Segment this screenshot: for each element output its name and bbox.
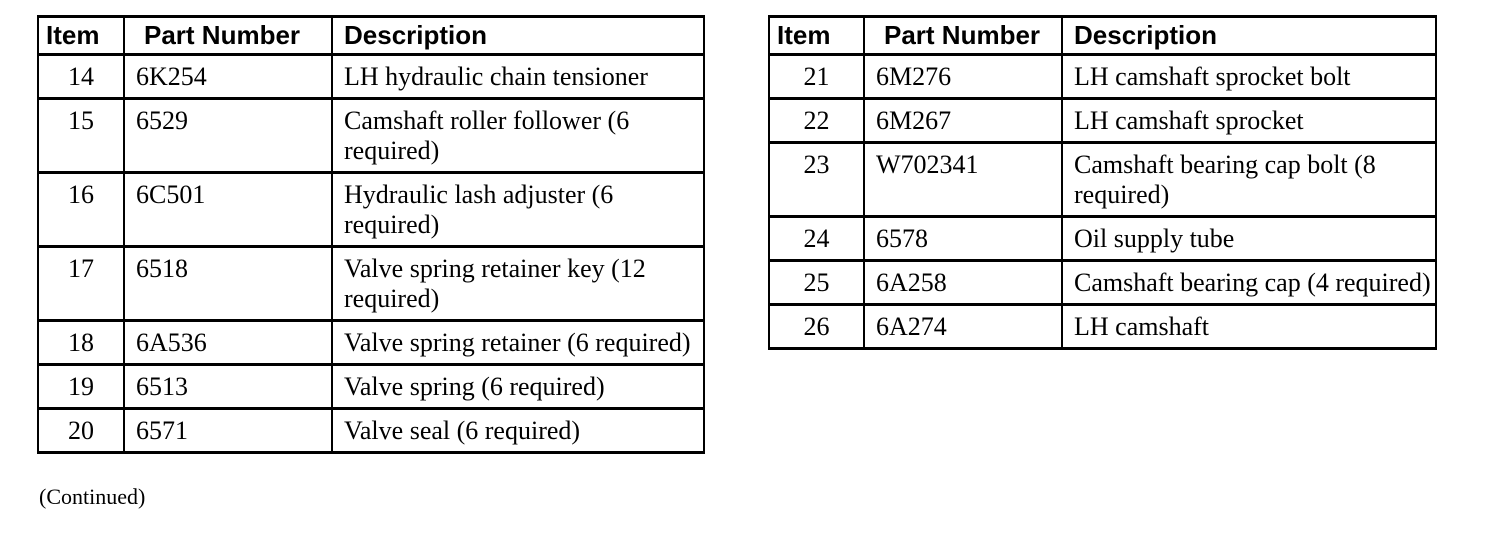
- part-number-cell: 6518: [123, 245, 333, 322]
- description-cell: Camshaft bearing cap bolt (8 required): [1061, 141, 1437, 218]
- item-cell: 14: [37, 53, 125, 100]
- item-cell: 23: [768, 141, 865, 218]
- part-number-cell: 6M276: [863, 53, 1063, 100]
- part-number-cell: 6M267: [863, 97, 1063, 144]
- item-cell: 19: [37, 363, 125, 410]
- item-cell: 22: [768, 97, 865, 144]
- description-cell: Valve spring retainer (6 required): [331, 319, 705, 366]
- part-number-cell: 6K254: [123, 53, 333, 100]
- item-cell: 20: [37, 407, 125, 454]
- description-cell: Valve spring retainer key (12 required): [331, 245, 705, 322]
- item-cell: 26: [768, 303, 865, 350]
- column-header-item: Item: [768, 15, 865, 56]
- description-cell: LH camshaft sprocket bolt: [1061, 53, 1437, 100]
- description-cell: LH hydraulic chain tensioner: [331, 53, 705, 100]
- continued-note: (Continued): [39, 484, 146, 509]
- column-header-item: Item: [37, 15, 125, 56]
- part-number-cell: 6A536: [123, 319, 333, 366]
- column-header-part-number: Part Number: [123, 15, 333, 56]
- part-number-cell: 6C501: [123, 171, 333, 248]
- description-cell: LH camshaft sprocket: [1061, 97, 1437, 144]
- description-cell: Oil supply tube: [1061, 215, 1437, 262]
- description-cell: Valve spring (6 required): [331, 363, 705, 410]
- part-number-cell: W702341: [863, 141, 1063, 218]
- column-header-description: Description: [1061, 15, 1437, 56]
- item-cell: 25: [768, 259, 865, 306]
- part-number-cell: 6529: [123, 97, 333, 174]
- part-number-cell: 6578: [863, 215, 1063, 262]
- description-cell: Hydraulic lash adjuster (6 required): [331, 171, 705, 248]
- item-cell: 17: [37, 245, 125, 322]
- description-cell: Valve seal (6 required): [331, 407, 705, 454]
- item-cell: 24: [768, 215, 865, 262]
- description-cell: LH camshaft: [1061, 303, 1437, 350]
- part-number-cell: 6A274: [863, 303, 1063, 350]
- column-header-description: Description: [331, 15, 705, 56]
- item-cell: 16: [37, 171, 125, 248]
- item-cell: 15: [37, 97, 125, 174]
- description-cell: Camshaft roller follower (6 required): [331, 97, 705, 174]
- column-header-part-number: Part Number: [863, 15, 1063, 56]
- description-cell: Camshaft bearing cap (4 required): [1061, 259, 1437, 306]
- part-number-cell: 6571: [123, 407, 333, 454]
- part-number-cell: 6513: [123, 363, 333, 410]
- part-number-cell: 6A258: [863, 259, 1063, 306]
- item-cell: 18: [37, 319, 125, 366]
- item-cell: 21: [768, 53, 865, 100]
